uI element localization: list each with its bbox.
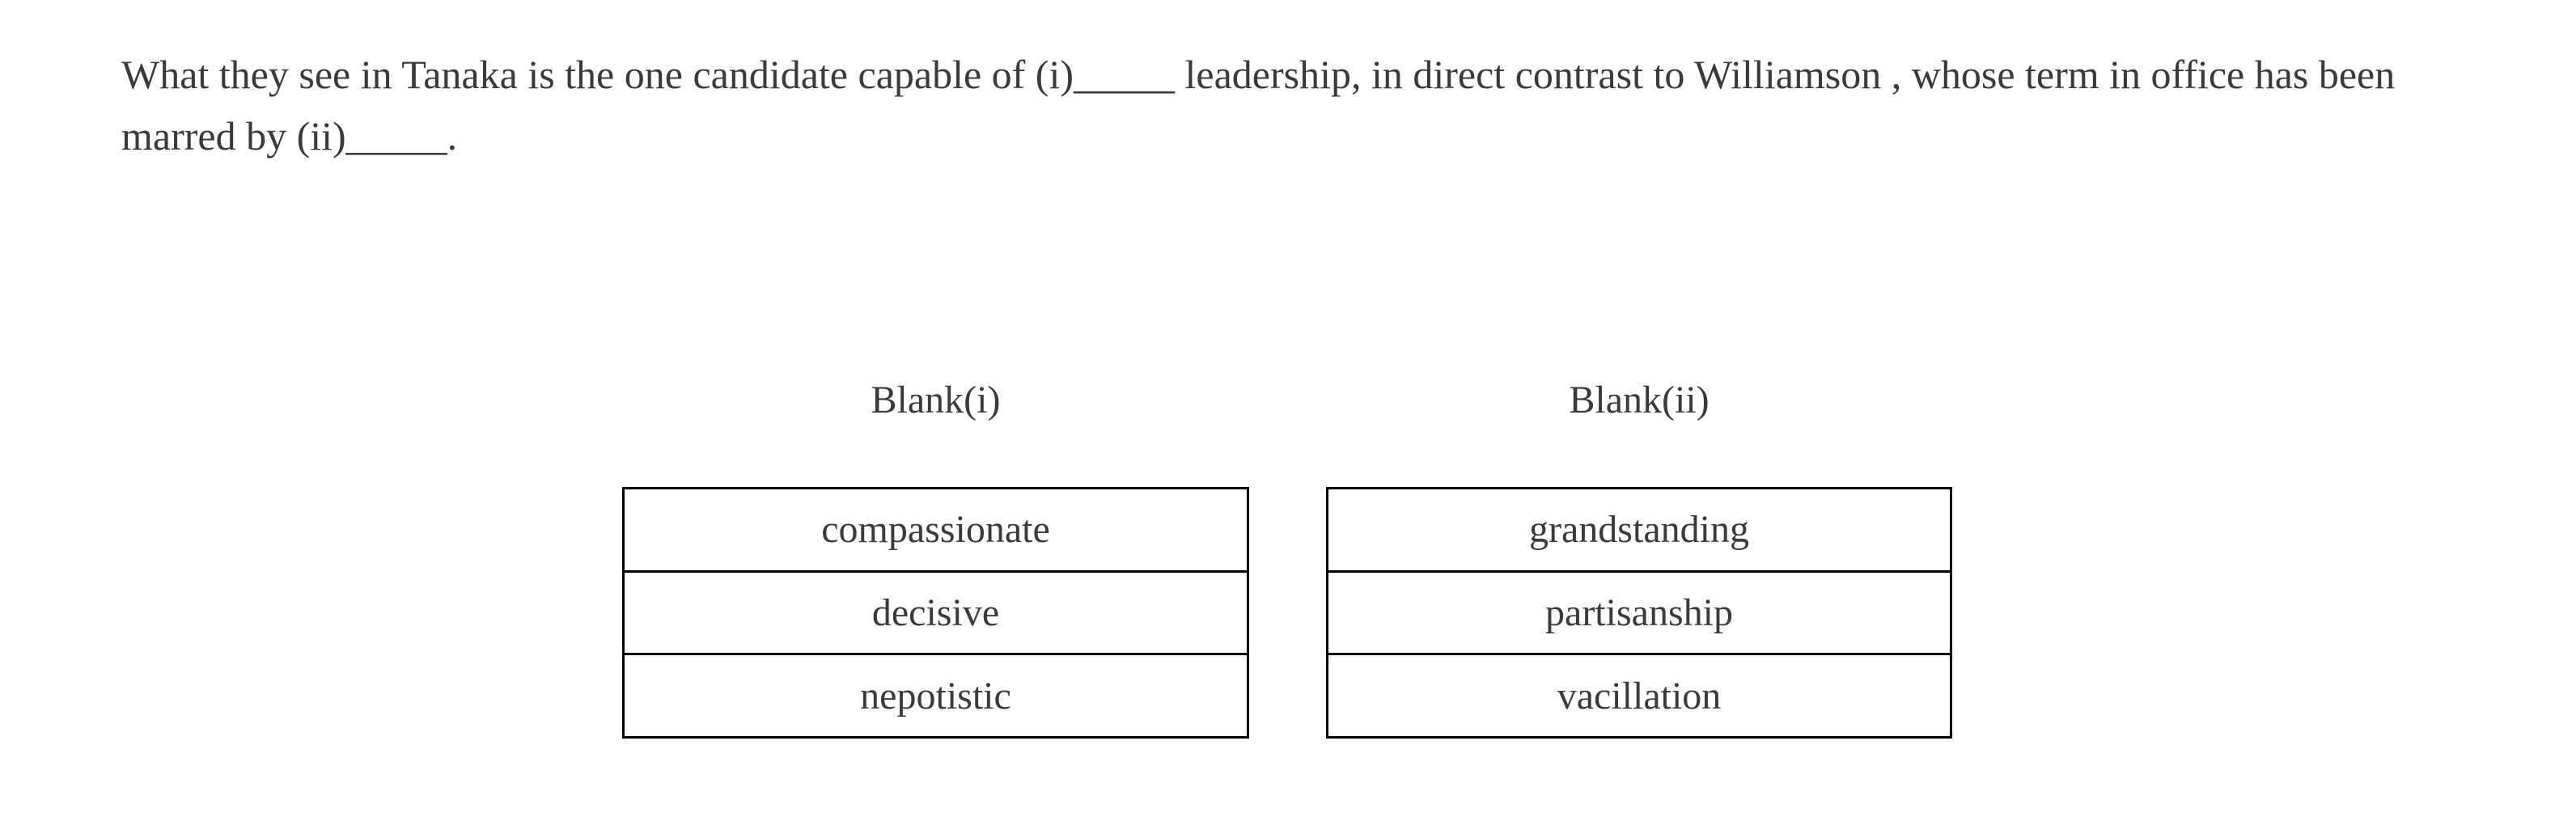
blank-i-heading: Blank(i) xyxy=(871,379,1001,421)
blank-i-options-table: compassionate decisive nepotistic xyxy=(622,487,1249,739)
blank-ii-heading: Blank(ii) xyxy=(1569,379,1710,421)
blank-ii-option-partisanship[interactable]: partisanship xyxy=(1328,569,1950,654)
question-text: What they see in Tanaka is the one candi… xyxy=(121,44,2468,167)
blank-i-option-compassionate[interactable]: compassionate xyxy=(625,489,1247,570)
blank-ii-option-grandstanding[interactable]: grandstanding xyxy=(1328,489,1950,570)
blank-i-underscore: _____ xyxy=(1074,52,1176,97)
blank-ii-underscore: _____ xyxy=(345,113,447,159)
blank-ii-options-table: grandstanding partisanship vacillation xyxy=(1326,487,1952,739)
question-part-2: leadership, in direct contrast to Willia… xyxy=(121,52,2405,159)
question-part-1: What they see in Tanaka is the one candi… xyxy=(121,52,1074,97)
blank-i-option-decisive[interactable]: decisive xyxy=(625,569,1247,654)
blank-i-option-nepotistic[interactable]: nepotistic xyxy=(625,653,1247,737)
question-part-3: . xyxy=(447,113,458,159)
blank-ii-option-vacillation[interactable]: vacillation xyxy=(1328,653,1950,737)
